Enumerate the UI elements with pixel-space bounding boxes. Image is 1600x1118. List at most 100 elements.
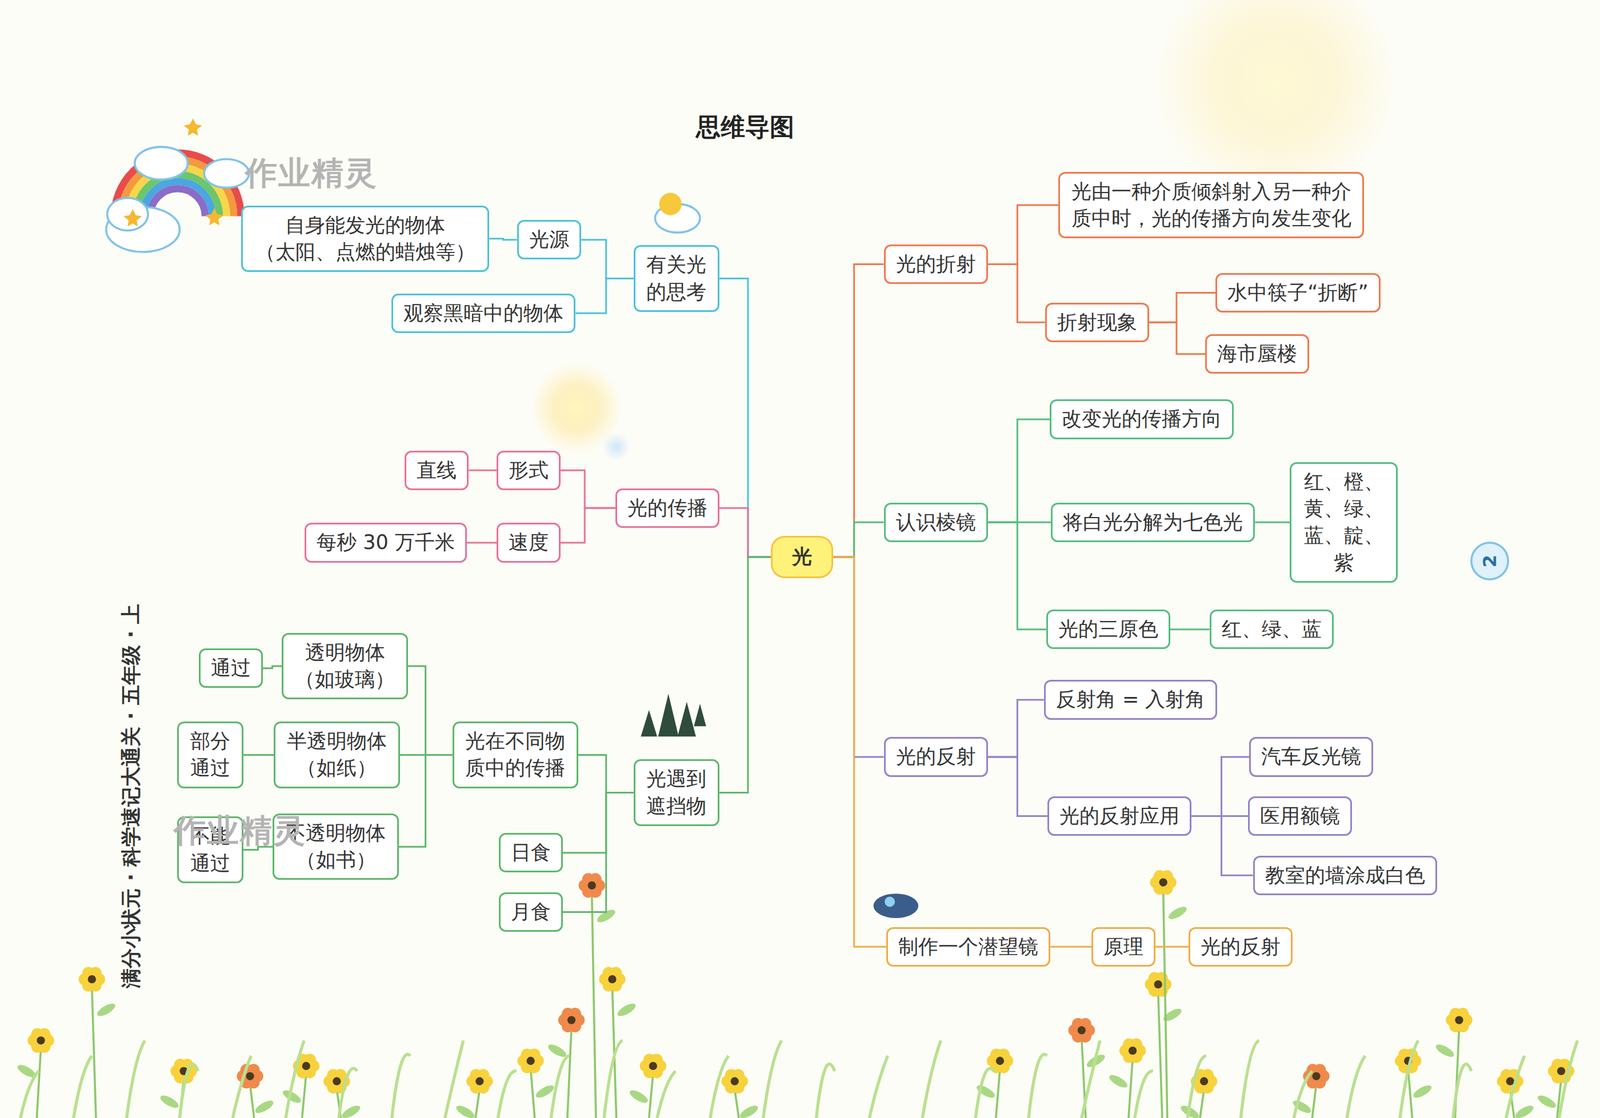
grass-blade — [1240, 1040, 1259, 1118]
topic-text: 红、橙、黄、绿、蓝、靛、紫 — [1301, 468, 1386, 577]
flower — [15, 1028, 54, 1118]
branch-connector — [1149, 322, 1206, 354]
grass-blade — [126, 1040, 146, 1118]
leaf — [158, 1093, 180, 1111]
flower — [546, 1008, 585, 1118]
grass-blade — [1293, 1071, 1312, 1118]
branch-connector — [408, 666, 453, 755]
flower-stem — [302, 1074, 307, 1118]
flower-centre — [1557, 1067, 1566, 1076]
flower-centre — [1200, 1077, 1208, 1086]
grass-blade — [657, 1071, 676, 1118]
flower-stem — [250, 1084, 255, 1118]
flower-stem — [1158, 992, 1163, 1118]
flower-centre — [302, 1062, 311, 1071]
diagram-title: 思维导图 — [696, 110, 795, 144]
topic-text: 每秒 30 万千米 — [316, 529, 455, 556]
flower-centre — [1159, 878, 1168, 887]
flower-centre — [475, 1077, 484, 1086]
periscope-body — [873, 893, 919, 919]
topic-box: 光的传播 — [615, 488, 720, 528]
sun-icon — [659, 192, 682, 215]
branch-connector — [562, 793, 634, 854]
topic-box: 红、绿、蓝 — [1209, 609, 1334, 650]
branch-connector — [398, 754, 453, 847]
flower — [517, 1048, 556, 1118]
branch-connector — [578, 754, 634, 793]
grass-blade — [497, 1071, 516, 1118]
branch-connector — [262, 666, 283, 669]
topic-box: 水中筷子“折断” — [1215, 273, 1380, 313]
flower-centre — [332, 1077, 341, 1086]
page-badge — [1471, 542, 1508, 580]
branch-connector — [560, 470, 616, 508]
topic-box: 观察黑暗中的物体 — [391, 293, 576, 334]
branch-connector — [1050, 946, 1092, 948]
branch-connector — [1149, 293, 1216, 323]
grass-blade — [1506, 1056, 1525, 1118]
leaf — [1411, 1082, 1434, 1100]
topic-text: 将白光分解为七色光 — [1062, 509, 1243, 536]
grass-blade — [179, 1064, 198, 1118]
topic-text: 光的折射 — [896, 250, 976, 278]
topic-box: 部分通过 — [177, 721, 244, 789]
leaf — [1536, 1093, 1558, 1111]
topic-box: 反射角 = 入射角 — [1044, 680, 1218, 720]
flower-stem — [1163, 890, 1168, 1118]
topic-text: 自身能发光的物体 （太阳、点燃的蜡烛等） — [253, 212, 478, 267]
flower-centre — [1506, 1077, 1515, 1086]
flower-centre — [730, 1077, 739, 1086]
leaf — [95, 1001, 118, 1019]
branch-connector — [833, 557, 887, 947]
flower — [1290, 1064, 1330, 1118]
page-number-badge — [1471, 542, 1508, 580]
page-number: 2 — [1478, 554, 1501, 568]
branch-connector — [1170, 628, 1210, 631]
branch-connector — [1254, 521, 1290, 524]
topic-text: 直线 — [416, 457, 457, 484]
topic-box: 光的反射 — [884, 737, 988, 777]
grass-blade — [20, 1071, 39, 1118]
flower-stem — [475, 1089, 480, 1118]
grass-blade — [975, 1068, 994, 1118]
tree — [677, 701, 696, 737]
flower-stem — [1408, 1069, 1412, 1118]
leaf — [1107, 1073, 1130, 1091]
tree — [640, 710, 658, 737]
periscope-icon — [873, 893, 919, 919]
flower — [1149, 870, 1188, 1118]
grass-blade — [1400, 1040, 1419, 1118]
grass-blade — [73, 1056, 92, 1118]
grass-blade — [550, 1056, 570, 1118]
star — [184, 118, 203, 136]
flower — [1068, 1018, 1107, 1118]
flower-centre — [88, 975, 96, 984]
leaf — [253, 1098, 276, 1116]
cloud — [134, 146, 188, 180]
flower-stem — [734, 1089, 739, 1118]
flower-centre — [36, 1036, 45, 1045]
topic-box: 半透明物体（如纸） — [273, 721, 400, 789]
grass-blade — [1188, 1056, 1207, 1118]
topic-text: 教室的墙涂成白色 — [1265, 862, 1426, 890]
flower-centre — [1128, 1046, 1137, 1055]
watermark: 作业精灵 — [173, 809, 307, 854]
topic-text: 形式 — [508, 457, 549, 484]
flower — [578, 873, 618, 1118]
branch-connector — [489, 238, 517, 240]
flowers — [15, 870, 1578, 1118]
topic-box: 光的三原色 — [1046, 609, 1171, 650]
stars — [123, 118, 224, 227]
watermark: 作业精灵 — [245, 152, 378, 196]
flower-centre — [588, 881, 596, 890]
leaf — [454, 1103, 476, 1118]
branch-connector — [1191, 757, 1250, 817]
grass-blade — [1558, 1040, 1578, 1118]
branch-connector — [988, 522, 1047, 630]
branch-connector — [719, 557, 771, 794]
branch-connector — [988, 205, 1059, 265]
branch-connector — [988, 419, 1051, 523]
topic-box: 汽车反光镜 — [1249, 737, 1374, 777]
topic-box: 医用额镜 — [1248, 796, 1352, 836]
grass-blade — [285, 1040, 304, 1118]
